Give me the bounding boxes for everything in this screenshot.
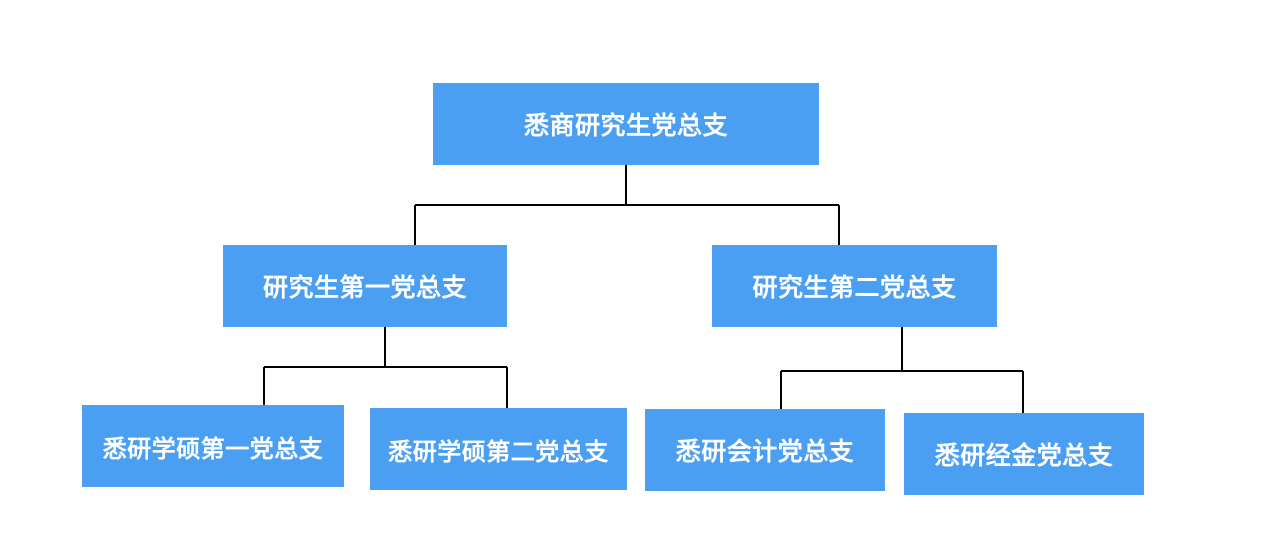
root-node: 悉商研究生党总支 <box>433 83 819 165</box>
child-node-2-1: 悉研会计党总支 <box>645 409 885 491</box>
child-node-1-1: 悉研学硕第一党总支 <box>82 405 344 487</box>
branch-1-node: 研究生第一党总支 <box>223 245 507 327</box>
child-node-1-2: 悉研学硕第二党总支 <box>370 408 627 490</box>
child-node-2-2: 悉研经金党总支 <box>904 413 1144 495</box>
branch-2-node: 研究生第二党总支 <box>712 245 997 327</box>
